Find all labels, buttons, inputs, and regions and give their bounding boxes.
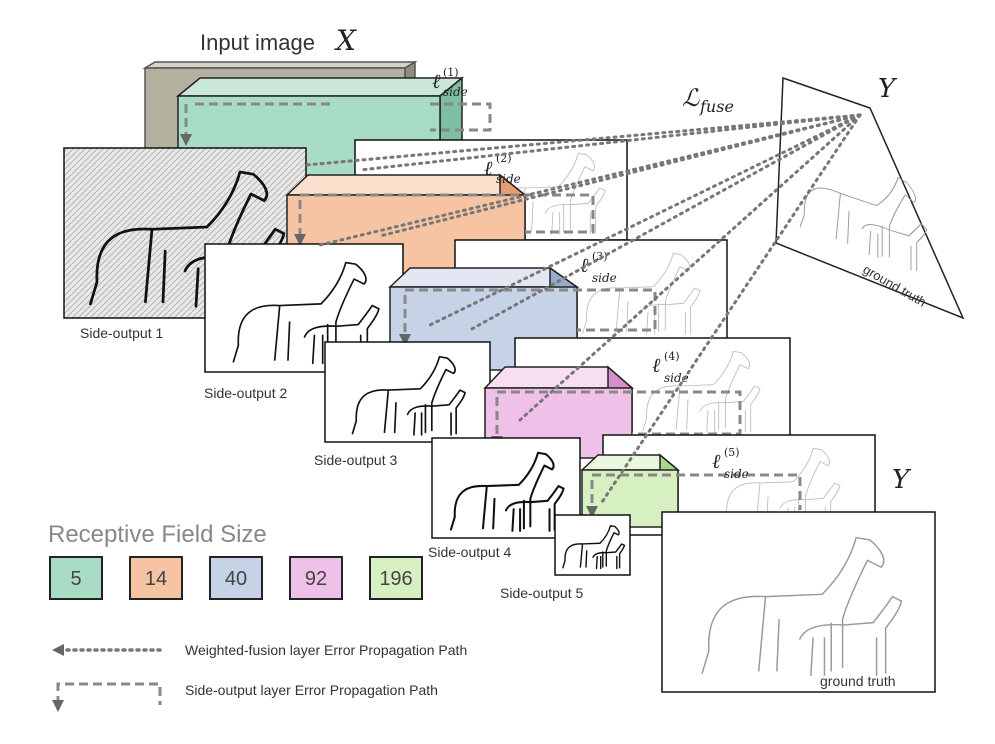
- legend-weighted-fusion: Weighted-fusion layer Error Propagation …: [52, 642, 467, 658]
- receptive-field-value: 92: [305, 568, 327, 590]
- legend-side-output: Side-output layer Error Propagation Path: [52, 682, 438, 712]
- dashed-arrow-line: [56, 682, 162, 705]
- svg-text:side: side: [443, 85, 468, 99]
- side-path-4: [497, 390, 742, 436]
- svg-text:ℓ: ℓ: [712, 449, 721, 473]
- svg-text:side: side: [592, 271, 617, 285]
- side-loss-3: ℓ (3) side: [580, 250, 617, 285]
- fusion-path-1: [304, 113, 862, 167]
- dotted-arrow-icon: [52, 644, 64, 656]
- side-loss-2: ℓ (2) side: [484, 152, 521, 186]
- receptive-field-value: 14: [145, 568, 167, 590]
- side-output-3-label: Side-output 3: [314, 452, 397, 468]
- svg-text:(4): (4): [664, 350, 680, 363]
- svg-text:fuse: fuse: [699, 97, 734, 116]
- receptive-field-box-4: 92: [289, 556, 343, 600]
- target-variable-bottom: Y: [892, 465, 912, 495]
- side-path-1: [430, 102, 492, 132]
- svg-text:side: side: [724, 467, 749, 481]
- input-image-label: Input image: [200, 30, 315, 55]
- input-image-title: Input image X: [200, 24, 357, 57]
- receptive-field-boxes: 5 14 40 92 196: [49, 556, 423, 600]
- svg-text:ℓ: ℓ: [580, 253, 589, 277]
- ground-truth-fused-image: [775, 76, 965, 320]
- svg-text:ℓ: ℓ: [432, 69, 441, 93]
- svg-text:ℒ: ℒ: [682, 84, 700, 112]
- dashed-arrow-icon: [52, 700, 64, 712]
- side-output-5-label: Side-output 5: [500, 585, 583, 601]
- ground-truth-bottom-image: [661, 511, 936, 693]
- receptive-field-title: Receptive Field Size: [48, 521, 267, 548]
- receptive-field-value: 40: [225, 568, 247, 590]
- receptive-field-box-1: 5: [49, 556, 103, 600]
- side-output-3-image: [324, 341, 491, 443]
- ground-truth-bottom-label: ground truth: [820, 673, 896, 689]
- side-loss-4: ℓ (4) side: [652, 350, 689, 385]
- receptive-field-value: 196: [379, 568, 412, 590]
- fusion-path-3: [428, 113, 862, 327]
- svg-text:side: side: [496, 172, 521, 186]
- side-output-2-label: Side-output 2: [204, 385, 287, 401]
- input-image-variable: X: [334, 24, 357, 57]
- target-variable-top: Y: [878, 74, 898, 104]
- svg-text:ℓ: ℓ: [652, 353, 661, 377]
- side-loss-1: ℓ (1) side: [432, 66, 468, 99]
- legend-side-output-text: Side-output layer Error Propagation Path: [185, 682, 438, 698]
- fusion-path-4: [518, 113, 862, 422]
- svg-text:(1): (1): [443, 66, 459, 79]
- receptive-field-box-2: 14: [129, 556, 183, 600]
- fuse-loss: ℒ fuse: [682, 84, 734, 116]
- svg-text:(5): (5): [724, 446, 740, 459]
- svg-text:side: side: [664, 371, 689, 385]
- side-loss-5: ℓ (5) side: [712, 446, 749, 481]
- svg-text:ℓ: ℓ: [484, 156, 493, 180]
- side-output-1-label: Side-output 1: [80, 325, 163, 341]
- side-path-2: [300, 193, 595, 234]
- fusion-paths: [304, 113, 862, 507]
- side-path-5: [592, 473, 802, 510]
- receptive-field-box-3: 40: [209, 556, 263, 600]
- side-output-4-label: Side-output 4: [428, 544, 511, 560]
- fusion-path-5: [598, 113, 862, 507]
- side-path-3: [405, 288, 657, 332]
- receptive-field-box-5: 196: [369, 556, 423, 600]
- svg-text:(2): (2): [496, 152, 512, 165]
- side-output-5-image: [554, 514, 631, 576]
- legend-weighted-fusion-text: Weighted-fusion layer Error Propagation …: [185, 642, 467, 658]
- receptive-field-value: 5: [70, 568, 81, 590]
